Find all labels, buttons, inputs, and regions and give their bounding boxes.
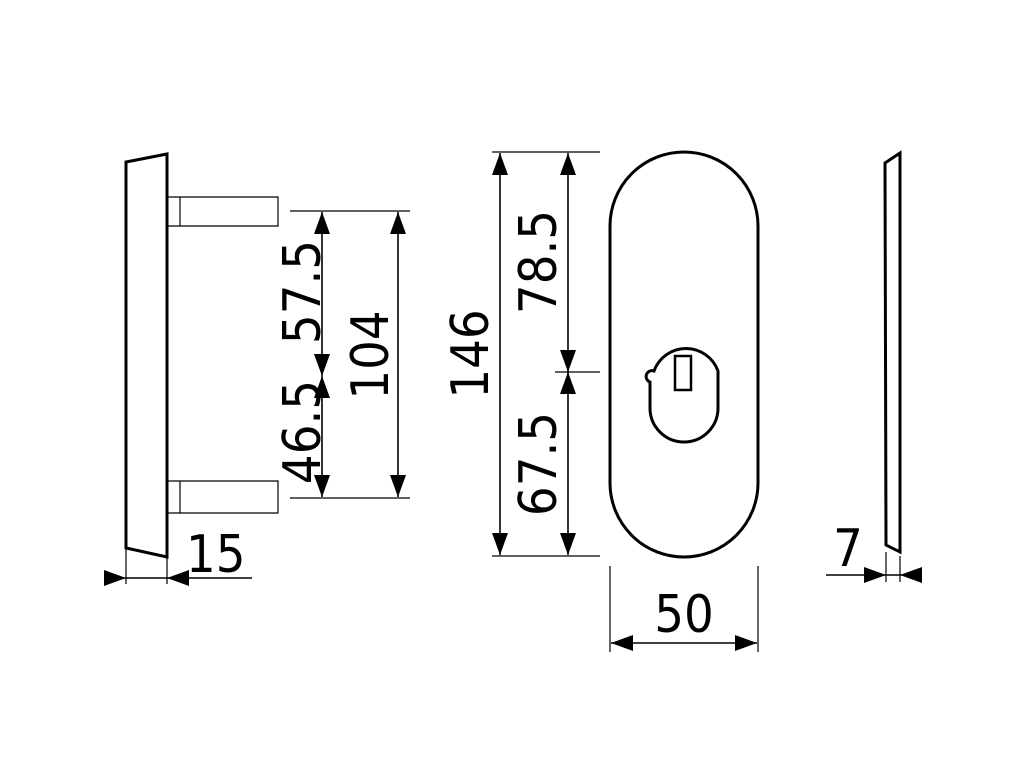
lower-screw-outline xyxy=(167,480,279,514)
arrow-down-icon xyxy=(390,475,406,497)
arrow-down-icon xyxy=(314,475,330,497)
arrow-up-icon xyxy=(314,376,330,398)
dim-label-50: 50 xyxy=(654,585,714,645)
dim-label-104: 104 xyxy=(341,310,401,399)
upper-screw-outline xyxy=(167,196,279,227)
thickness-view: 7 xyxy=(826,150,922,583)
dim-label-7: 7 xyxy=(833,519,863,579)
arrow-up-icon xyxy=(314,212,330,234)
arrow-up-icon xyxy=(560,372,576,394)
key-slot xyxy=(673,354,693,392)
arrow-down-icon xyxy=(560,350,576,372)
arrow-down-icon xyxy=(314,354,330,376)
dim-label-146: 146 xyxy=(441,309,501,398)
side-view: 57.5 46.5 104 15 xyxy=(104,152,410,586)
arrow-down-icon xyxy=(560,533,576,555)
dim-label-46-5: 46.5 xyxy=(273,380,333,484)
dim-label-57-5: 57.5 xyxy=(273,240,333,344)
dim-label-15: 15 xyxy=(186,525,246,585)
dim-label-78-5: 78.5 xyxy=(509,210,569,314)
dim-label-67-5: 67.5 xyxy=(509,412,569,516)
arrow-up-icon xyxy=(390,212,406,234)
arrow-right-icon xyxy=(864,567,886,583)
arrow-up-icon xyxy=(492,153,508,175)
arrow-left-icon xyxy=(611,635,633,651)
arrow-up-icon xyxy=(560,153,576,175)
arrow-right-icon xyxy=(104,570,126,586)
arrow-left-icon xyxy=(900,567,922,583)
arrow-down-icon xyxy=(492,533,508,555)
thin-plate-outline xyxy=(883,150,902,555)
arrow-right-icon xyxy=(735,635,757,651)
escutcheon-outline xyxy=(608,150,760,559)
front-view: 146 78.5 67.5 50 xyxy=(441,150,760,652)
keyhole-outline xyxy=(644,346,720,444)
side-plate-outline xyxy=(124,152,169,559)
arrow-left-icon xyxy=(167,570,189,586)
